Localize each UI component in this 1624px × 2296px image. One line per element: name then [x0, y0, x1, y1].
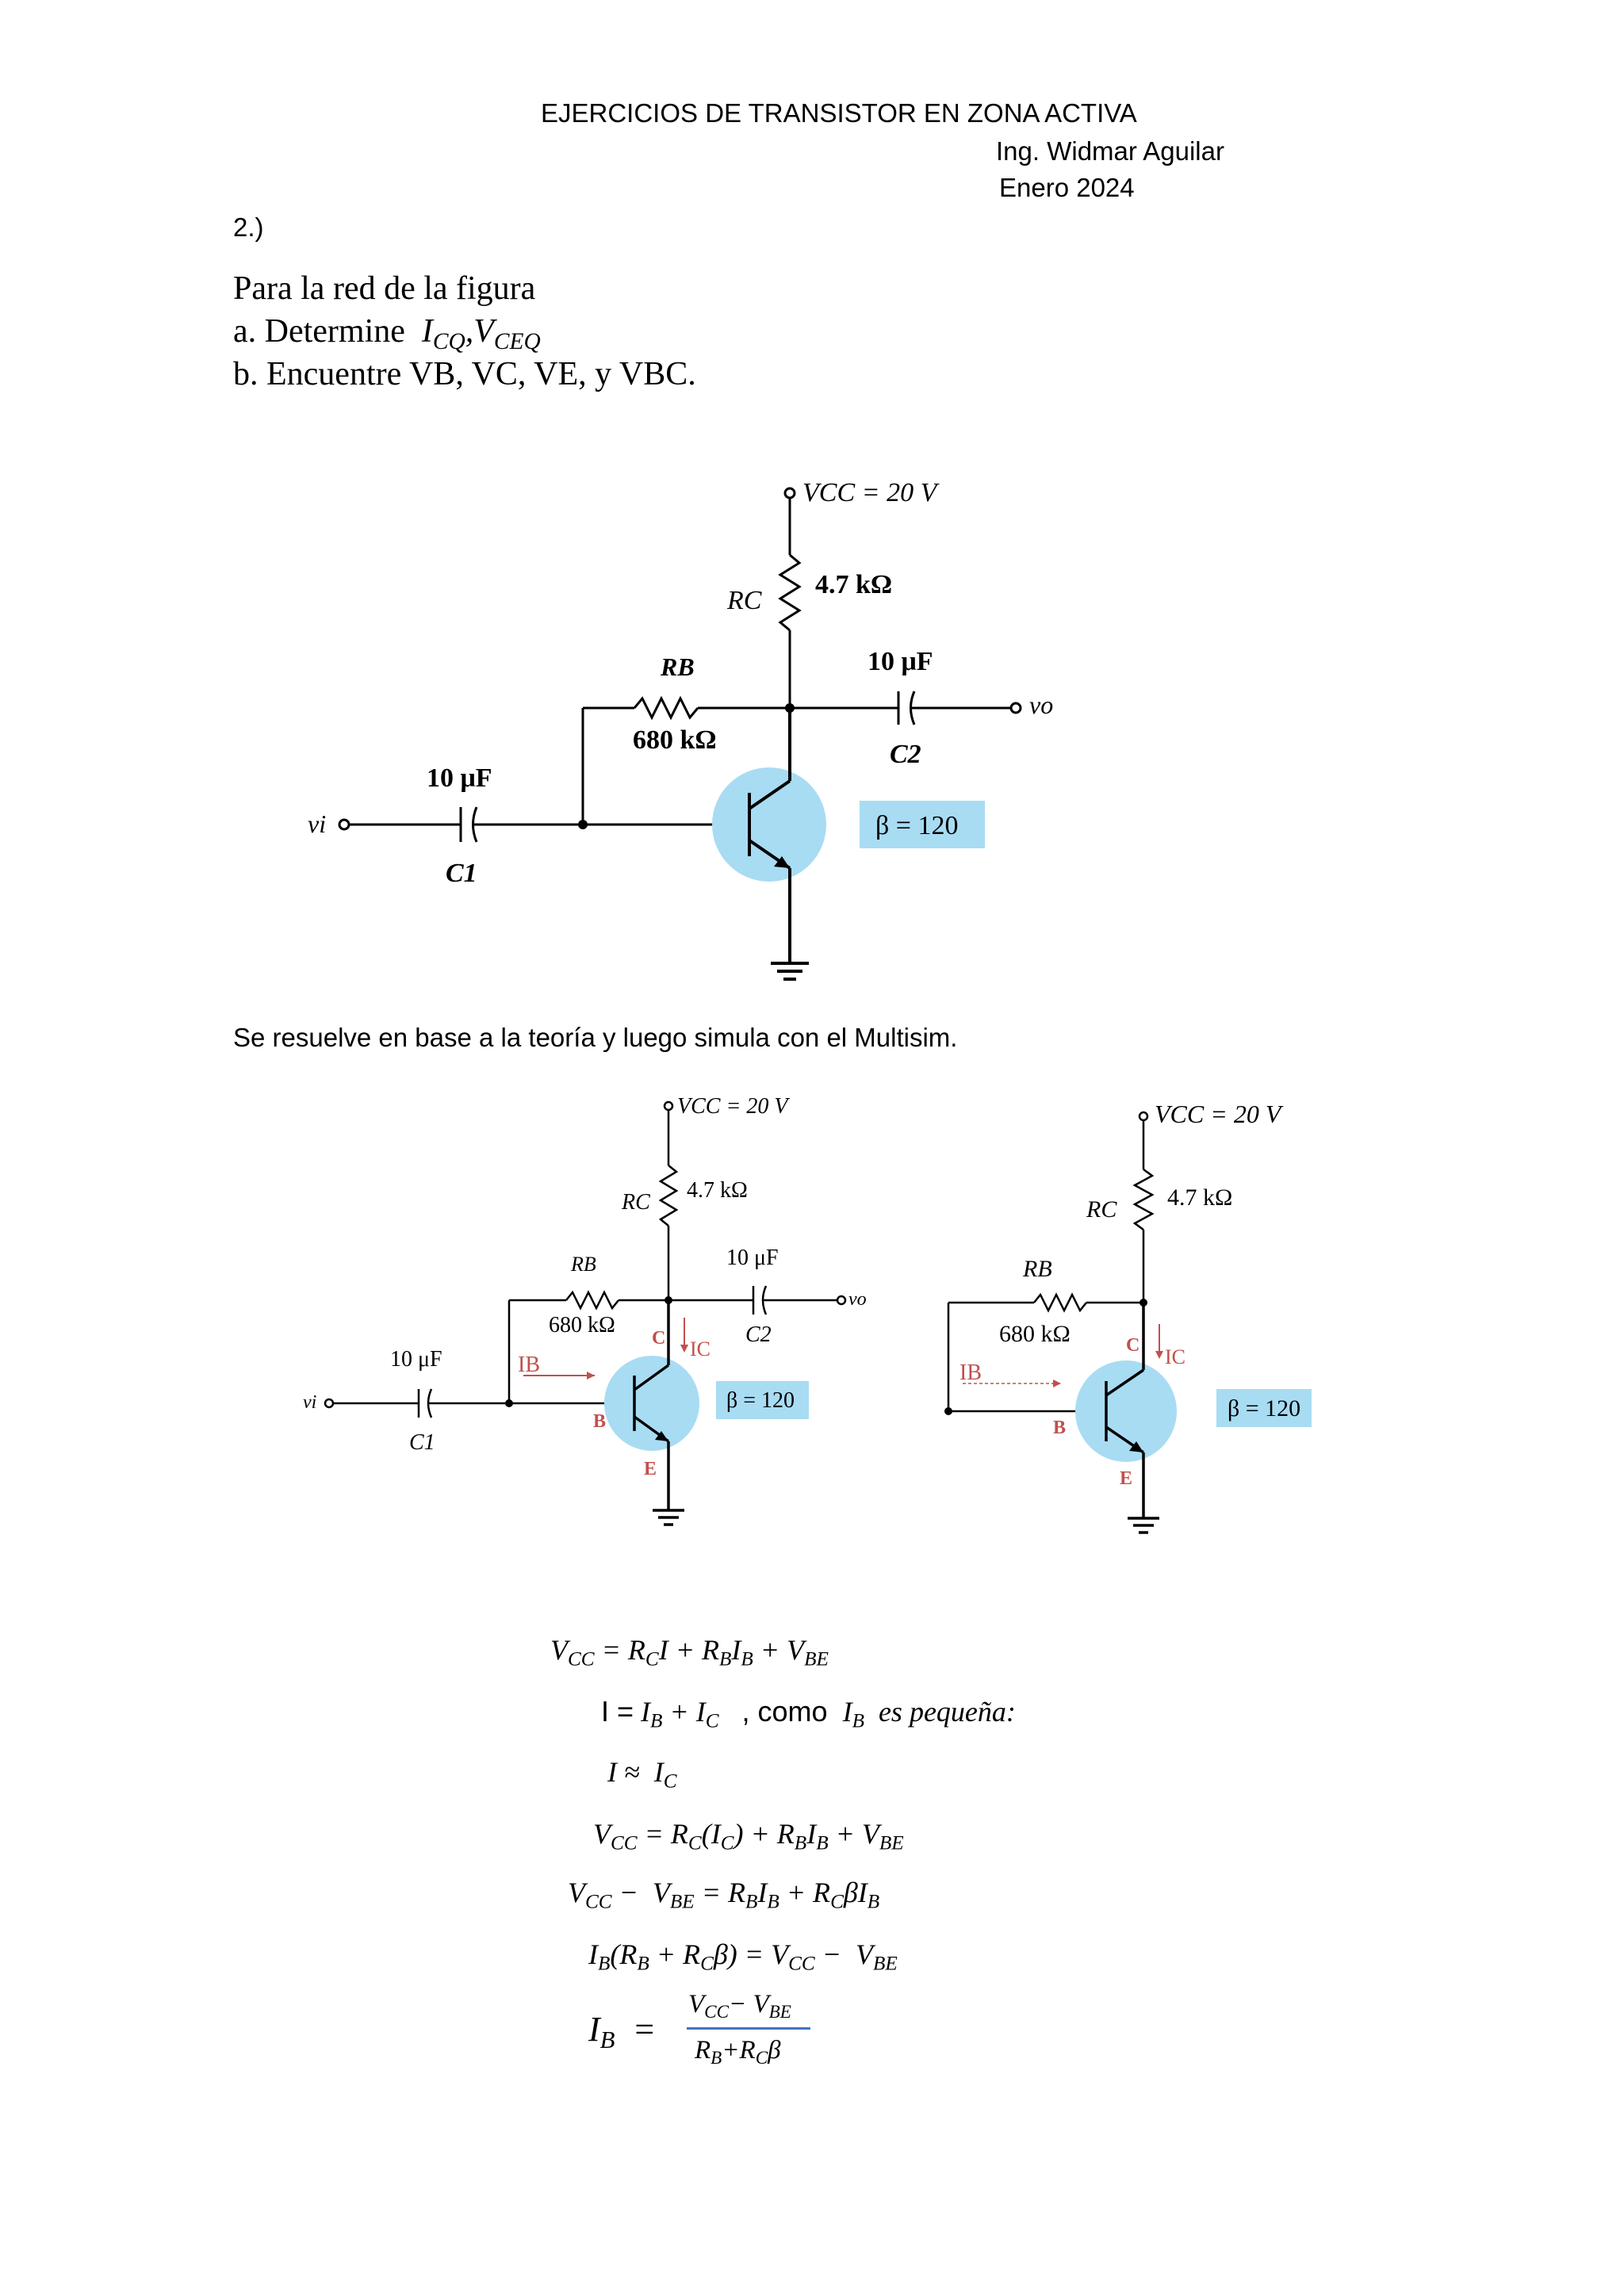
equation-3: I ≈ IC — [607, 1756, 677, 1793]
rb-label: RB — [660, 652, 695, 681]
part-a-prefix: a. Determine — [233, 313, 405, 350]
rb-label: RB — [1022, 1256, 1052, 1282]
beta-label: β = 120 — [875, 811, 958, 840]
c2-value: 10 μF — [726, 1246, 779, 1270]
equation-4: VCC = RC(IC) + RBIB + VBE — [593, 1818, 904, 1854]
ic-annotation: IC — [690, 1337, 710, 1360]
c1-value: 10 μF — [390, 1347, 442, 1372]
solution-statement: Se resuelve en base a la teoría y luego … — [233, 1023, 958, 1052]
date: Enero 2024 — [999, 173, 1135, 202]
rb-value: 680 kΩ — [999, 1321, 1071, 1347]
rc-value: 4.7 kΩ — [687, 1178, 748, 1203]
vcc-label: VCC = 20 V — [802, 478, 940, 507]
rc-value: 4.7 kΩ — [815, 570, 892, 599]
problem-number: 2.) — [233, 212, 264, 242]
rb-value: 680 kΩ — [633, 725, 717, 755]
ib-annotation: IB — [518, 1353, 540, 1377]
beta-label: β = 120 — [1228, 1395, 1300, 1422]
c-terminal-label: C — [1126, 1335, 1139, 1356]
vi-label: vi — [308, 809, 326, 838]
author: Ing. Widmar Aguilar — [996, 136, 1224, 166]
equation-2: I = IB + IC , como IB es pequeña: — [601, 1695, 1016, 1732]
vi-terminal — [338, 818, 350, 831]
vo-label: vo — [1029, 691, 1053, 719]
vcc-terminal — [783, 487, 796, 499]
circuit-diagram-dc-equivalent: IB IC C B E β = 120 VCC = 20 V 4.7 kΩ RC… — [944, 1100, 1312, 1534]
c1-value: 10 μF — [427, 763, 492, 793]
rc-label: RC — [621, 1190, 650, 1215]
problem-part-a: a. Determine ICQ,VCEQ — [233, 312, 541, 355]
transistor-highlight — [712, 767, 826, 882]
ic-annotation: IC — [1165, 1345, 1185, 1368]
circuit-diagram-annotated: IB IC C B E β = 120 VCC = 20 V 4.7 kΩ RC… — [303, 1094, 867, 1526]
e-terminal-label: E — [644, 1459, 657, 1479]
rb-value: 680 kΩ — [549, 1313, 615, 1337]
problem-intro: Para la red de la figura — [233, 270, 536, 307]
b-terminal-label: B — [1053, 1418, 1066, 1438]
ground-symbol — [771, 962, 809, 981]
c2-label: C2 — [745, 1322, 772, 1347]
rc-value: 4.7 kΩ — [1167, 1184, 1232, 1211]
equation-7-denominator: RB+RCβ — [695, 2036, 781, 2068]
c-terminal-label: C — [652, 1328, 665, 1349]
vo-label: vo — [848, 1289, 867, 1310]
beta-box — [860, 801, 985, 848]
document-title: EJERCICIOS DE TRANSISTOR EN ZONA ACTIVA — [541, 98, 1137, 128]
b-terminal-label: B — [593, 1411, 606, 1432]
equation-1: VCC = RCI + RBIB + VBE — [550, 1634, 829, 1670]
e-terminal-label: E — [1120, 1468, 1132, 1489]
c1-label: C1 — [446, 859, 477, 888]
vo-terminal — [1009, 702, 1022, 714]
equation-7-numerator: VCC− VBE — [688, 1990, 791, 2022]
rc-resistor — [778, 553, 802, 632]
circuit-diagram-main: β = 120 VCC = 20 V 4.7 kΩ RC RB 680 kΩ 1… — [308, 478, 1053, 981]
ib-annotation: IB — [959, 1360, 982, 1385]
rb-resistor — [633, 695, 699, 721]
vcc-label: VCC = 20 V — [1155, 1100, 1284, 1128]
beta-label: β = 120 — [726, 1388, 795, 1413]
rb-label: RB — [570, 1253, 596, 1276]
fraction-bar — [687, 2027, 810, 2030]
c2-value: 10 μF — [868, 647, 933, 676]
problem-part-b: b. Encuentre VB, VC, VE, y VBC. — [233, 356, 696, 392]
equation-7-lhs: IB = — [588, 2010, 657, 2054]
c2-label: C2 — [890, 740, 921, 769]
equation-6: IB(RB + RCβ) = VCC − VBE — [588, 1938, 898, 1975]
part-a-vars: ICQ,VCEQ — [413, 313, 541, 354]
vi-label: vi — [303, 1392, 316, 1413]
rc-label: RC — [726, 586, 762, 615]
rc-label: RC — [1086, 1196, 1117, 1223]
c1-label: C1 — [409, 1430, 435, 1455]
equation-5: VCC − VBE = RBIB + RCβIB — [568, 1877, 880, 1913]
vcc-label: VCC = 20 V — [677, 1094, 790, 1119]
